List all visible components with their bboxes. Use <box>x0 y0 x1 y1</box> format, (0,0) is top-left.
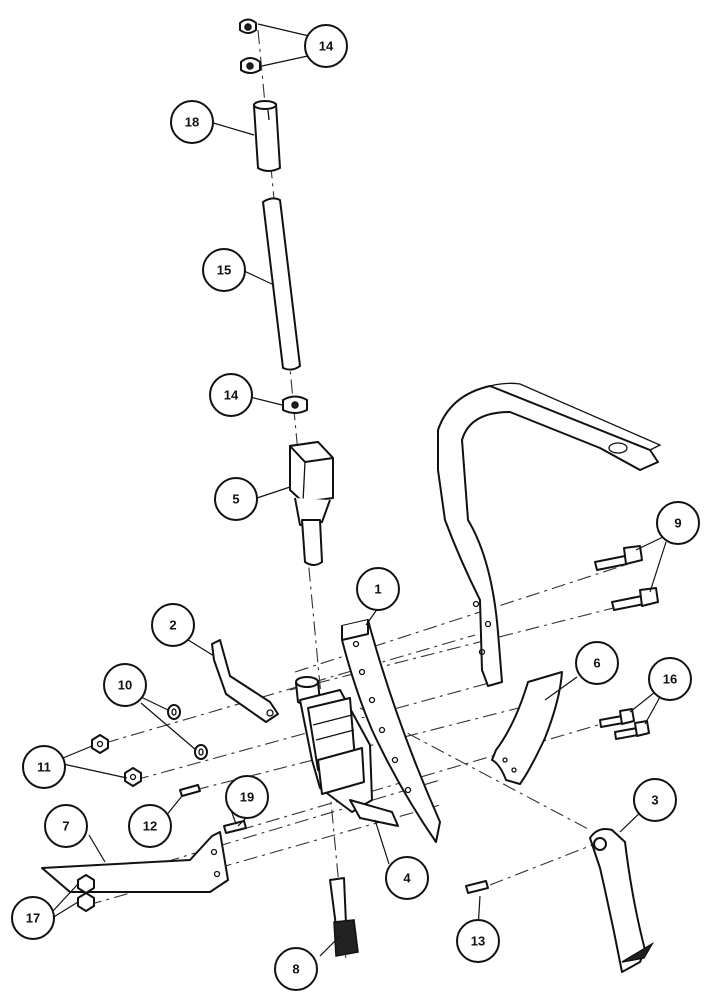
callout-number: 16 <box>663 672 677 687</box>
part-6-blade <box>491 671 563 785</box>
callout-number: 3 <box>651 793 658 808</box>
part-11-nut-lower <box>124 767 142 787</box>
part-17-nut-lower <box>77 892 95 912</box>
callout-15: 15 <box>202 248 246 292</box>
callout-number: 4 <box>403 871 411 886</box>
callout-number: 19 <box>240 790 254 805</box>
callout-12: 12 <box>128 804 172 848</box>
part-5-holder-block <box>289 441 334 566</box>
callout-number: 7 <box>62 819 69 834</box>
part-9-bolt-lower <box>611 587 659 611</box>
part-15-rod <box>262 197 301 371</box>
callout-number: 17 <box>26 911 40 926</box>
part-16-bolt-upper <box>599 708 635 728</box>
callout-5: 5 <box>214 477 258 521</box>
callout-16: 16 <box>648 657 692 701</box>
callout-number: 5 <box>232 492 239 507</box>
assembly-centerlines <box>87 29 646 961</box>
callout-4: 4 <box>385 856 429 900</box>
callout-10: 10 <box>103 663 147 707</box>
callout-number: 14 <box>224 388 239 403</box>
part-1-main-plate <box>341 619 441 843</box>
callout-18: 18 <box>170 100 214 144</box>
callout-number: 2 <box>169 618 176 633</box>
callout-number: 11 <box>37 760 51 775</box>
part-10-washer-upper <box>167 704 181 720</box>
part-10-washer-lower <box>194 744 208 760</box>
part-3-shovel <box>589 828 655 973</box>
callout-number: 15 <box>217 263 231 278</box>
callout-8: 8 <box>274 947 318 991</box>
callout-2: 2 <box>151 603 195 647</box>
callout-1: 1 <box>356 567 400 611</box>
part-4-bracket <box>295 676 399 827</box>
callout-9: 9 <box>656 501 700 545</box>
callout-number: 9 <box>674 516 681 531</box>
shank-frame <box>437 382 662 687</box>
callout-number: 12 <box>143 819 157 834</box>
part-14-clamp-top <box>239 18 257 34</box>
callout-6: 6 <box>575 641 619 685</box>
callout-number: 6 <box>593 656 600 671</box>
callout-11: 11 <box>22 745 66 789</box>
part-13-pin <box>465 880 489 894</box>
callout-number: 13 <box>471 934 485 949</box>
callout-3: 3 <box>633 778 677 822</box>
part-2-strap <box>211 639 279 723</box>
callout-number: 8 <box>292 962 299 977</box>
callout-14-top: 14 <box>304 24 348 68</box>
callout-number: 1 <box>374 582 381 597</box>
part-11-nut-upper <box>91 734 109 754</box>
callout-7: 7 <box>44 804 88 848</box>
callout-13: 13 <box>456 919 500 963</box>
part-14-clamp-lower <box>282 395 308 414</box>
part-8-brush <box>329 877 359 957</box>
callout-number: 18 <box>185 115 199 130</box>
callout-number: 14 <box>319 39 334 54</box>
part-14-clamp-middle <box>240 57 261 74</box>
part-16-bolt-lower <box>614 720 650 740</box>
callout-number: 10 <box>118 678 132 693</box>
callout-14-lower: 14 <box>209 373 253 417</box>
part-17-nut-upper <box>77 874 95 894</box>
callout-17: 17 <box>11 896 55 940</box>
callout-19: 19 <box>225 775 269 819</box>
part-9-bolt-upper <box>594 545 643 571</box>
part-18-tube <box>253 100 281 172</box>
part-12-pin <box>179 784 201 797</box>
